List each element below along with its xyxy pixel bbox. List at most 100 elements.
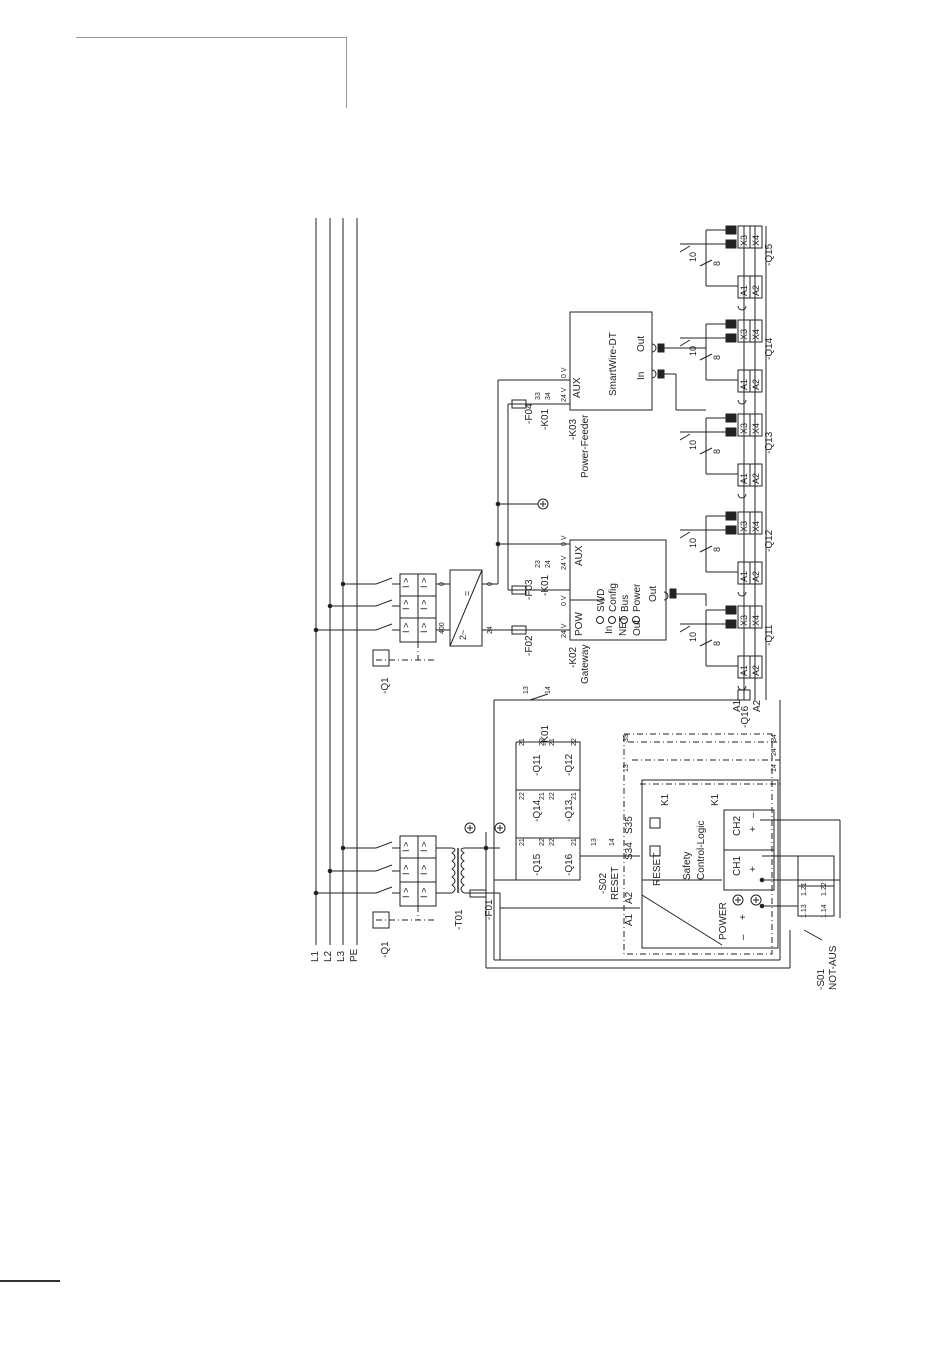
f03-label: -F03 (524, 579, 535, 600)
svg-text:-Q14: -Q14 (532, 799, 543, 822)
not-aus-label: NOT-AUS (828, 945, 839, 990)
svg-text:I >: I > (419, 888, 429, 898)
svg-text:X4: X4 (751, 521, 761, 532)
svg-text:S35: S35 (624, 816, 635, 834)
svg-text:X3: X3 (739, 521, 749, 532)
svg-text:22: 22 (571, 738, 578, 746)
bus-l3: L3 (336, 950, 347, 962)
led-bus: Bus (620, 595, 631, 612)
svg-text:1.13: 1.13 (801, 904, 808, 918)
svg-text:A2: A2 (751, 571, 761, 582)
svg-text:A2: A2 (751, 285, 761, 296)
svg-text:22: 22 (519, 792, 526, 800)
q1-breaker-psu: I > I > I > I > I > I > -Q1 (316, 573, 450, 694)
svg-text:K1: K1 (660, 793, 671, 806)
svg-text:POW: POW (574, 612, 585, 636)
svg-text:Out: Out (648, 586, 659, 602)
svg-text:1.14: 1.14 (821, 904, 828, 918)
svg-text:I >: I > (419, 842, 429, 852)
k01-label-b: -K01 (540, 408, 551, 430)
s01-label: -S01 (816, 968, 827, 990)
svg-text:AUX: AUX (572, 377, 583, 398)
k01-label-a: -K01 (540, 574, 551, 596)
q14-label: -Q14 (764, 337, 775, 360)
svg-text:13: 13 (623, 764, 630, 772)
t01-label: -T01 (454, 909, 465, 930)
svg-text:21: 21 (519, 838, 526, 846)
svg-text:X3: X3 (739, 329, 749, 340)
svg-text:400: 400 (439, 622, 446, 634)
svg-text:23: 23 (535, 560, 542, 568)
svg-text:0 V: 0 V (561, 595, 568, 606)
svg-text:14: 14 (609, 838, 616, 846)
q13-label: -Q13 (764, 431, 775, 454)
svg-text:A2: A2 (752, 699, 763, 712)
k01-aux-contacts: 23 24 -K01 33 34 -K01 (535, 392, 552, 596)
q1-label-psu: -Q1 (380, 677, 391, 694)
svg-text:I >: I > (401, 888, 411, 898)
svg-text:21: 21 (519, 738, 526, 746)
svg-text:A1: A1 (739, 473, 749, 484)
q1-label-trafo: -Q1 (380, 941, 391, 958)
svg-text:24 V: 24 V (561, 387, 568, 402)
svg-text:I >: I > (401, 865, 411, 875)
q15-label: -Q15 (764, 243, 775, 266)
svg-text:CH2: CH2 (732, 816, 743, 836)
svg-text:A1: A1 (739, 379, 749, 390)
q11-label: -Q11 (764, 624, 775, 646)
svg-text:Out: Out (636, 336, 647, 352)
svg-text:A2: A2 (751, 473, 761, 484)
svg-text:10: 10 (688, 632, 698, 642)
svg-text:-Q15: -Q15 (532, 853, 543, 876)
svg-text:Safety: Safety (682, 852, 693, 880)
svg-text:22: 22 (539, 838, 546, 846)
svg-text:34: 34 (771, 734, 778, 742)
svg-text:0 V: 0 V (561, 367, 568, 378)
header-rule (76, 37, 347, 108)
svg-text:A1: A1 (739, 665, 749, 676)
svg-text:I >: I > (401, 600, 411, 610)
svg-text:34: 34 (545, 392, 552, 400)
svg-text:8: 8 (712, 641, 722, 646)
svg-text:NET: NET (618, 616, 629, 636)
svg-text:24 V: 24 V (561, 555, 568, 570)
svg-text:–: – (738, 934, 749, 940)
svg-text:10: 10 (688, 440, 698, 450)
power-supply: 400 0 2~ = 24 0 (439, 569, 512, 647)
footer-rule (0, 1280, 60, 1282)
k03-label: -K03 (568, 418, 579, 440)
svg-text:CH1: CH1 (732, 856, 743, 876)
svg-text:+: + (748, 826, 759, 832)
svg-text:1.22: 1.22 (821, 882, 828, 896)
svg-text:S34: S34 (624, 842, 635, 860)
svg-text:+: + (738, 914, 749, 920)
svg-text:I >: I > (419, 600, 429, 610)
bus-labels: L1 L2 L3 PE (310, 948, 360, 962)
svg-text:-Q13: -Q13 (564, 799, 575, 822)
svg-text:A2: A2 (624, 891, 635, 904)
svg-text:X4: X4 (751, 235, 761, 246)
svg-text:X3: X3 (739, 615, 749, 626)
f02-label: -F02 (524, 635, 535, 656)
smartwire-title: SmartWire-DT (608, 332, 619, 396)
svg-text:8: 8 (712, 547, 722, 552)
svg-text:21: 21 (549, 738, 556, 746)
svg-text:I >: I > (401, 623, 411, 633)
svg-text:I >: I > (419, 865, 429, 875)
svg-text:8: 8 (712, 261, 722, 266)
svg-text:A1: A1 (624, 913, 635, 926)
svg-text:K1: K1 (710, 793, 721, 806)
svg-text:24: 24 (771, 748, 778, 756)
svg-text:–: – (748, 812, 759, 818)
svg-text:33: 33 (535, 392, 542, 400)
svg-text:21: 21 (571, 838, 578, 846)
svg-text:10: 10 (688, 346, 698, 356)
svg-text:A2: A2 (751, 379, 761, 390)
k01-label-c: -K01 (540, 724, 551, 746)
safety-relay-area: 13 14 -K01 A1 A2 -Q16 21 22 21 22 -Q11 -… (486, 686, 841, 990)
q16-label: -Q16 (740, 705, 751, 728)
